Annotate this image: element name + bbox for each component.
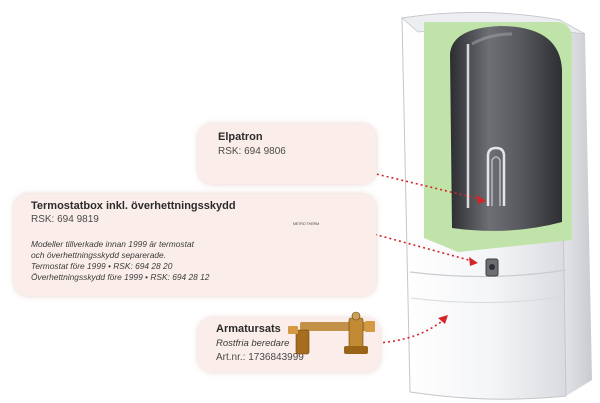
connector-termostatbox (369, 232, 477, 263)
termostatbox-note-3: Termostat före 1999 • RSK: 694 28 20 (31, 261, 173, 271)
internal-heating-element (486, 146, 506, 206)
tank-highlight (471, 32, 513, 46)
armatursats-subtitle: Rostfria beredare (216, 338, 290, 349)
callout-elpatron: Elpatron RSK: 694 9806 (198, 124, 376, 184)
elpatron-title: Elpatron (218, 131, 263, 143)
arrow-elpatron (477, 195, 486, 204)
arrow-termostatbox (469, 257, 478, 266)
heater-knob-dial (489, 264, 495, 270)
water-heater (401, 11, 592, 400)
connectors (369, 172, 485, 344)
termostatbox-title: Termostatbox inkl. överhettningsskydd (31, 200, 236, 212)
connector-arrows (438, 195, 486, 324)
arrow-armatursats (438, 315, 448, 324)
termostatbox-note-4: Överhettningsskydd före 1999 • RSK: 694 … (31, 272, 210, 282)
tank (450, 26, 562, 231)
internal-heating-element-inner (491, 156, 501, 206)
termostat-box-label: METRO THERM (293, 222, 319, 226)
termostatbox-note-2: och överhettningsskydd separerade. (31, 250, 167, 260)
armatursats-art: Art.nr.: 1736843999 (216, 352, 304, 363)
heater-panel-seam-2 (410, 295, 567, 304)
elpatron-rsk: RSK: 694 9806 (218, 146, 286, 157)
termostatbox-note-1: Modeller tillverkade innan 1999 är termo… (31, 239, 194, 249)
callout-termostatbox: Termostatbox inkl. överhettningsskydd RS… (14, 194, 376, 296)
callout-armatursats: Armatursats Rostfria beredare Art.nr.: 1… (198, 318, 380, 372)
termostatbox-rsk: RSK: 694 9819 (31, 214, 99, 225)
connector-elpatron (371, 172, 485, 201)
armatursats-title: Armatursats (216, 323, 281, 335)
